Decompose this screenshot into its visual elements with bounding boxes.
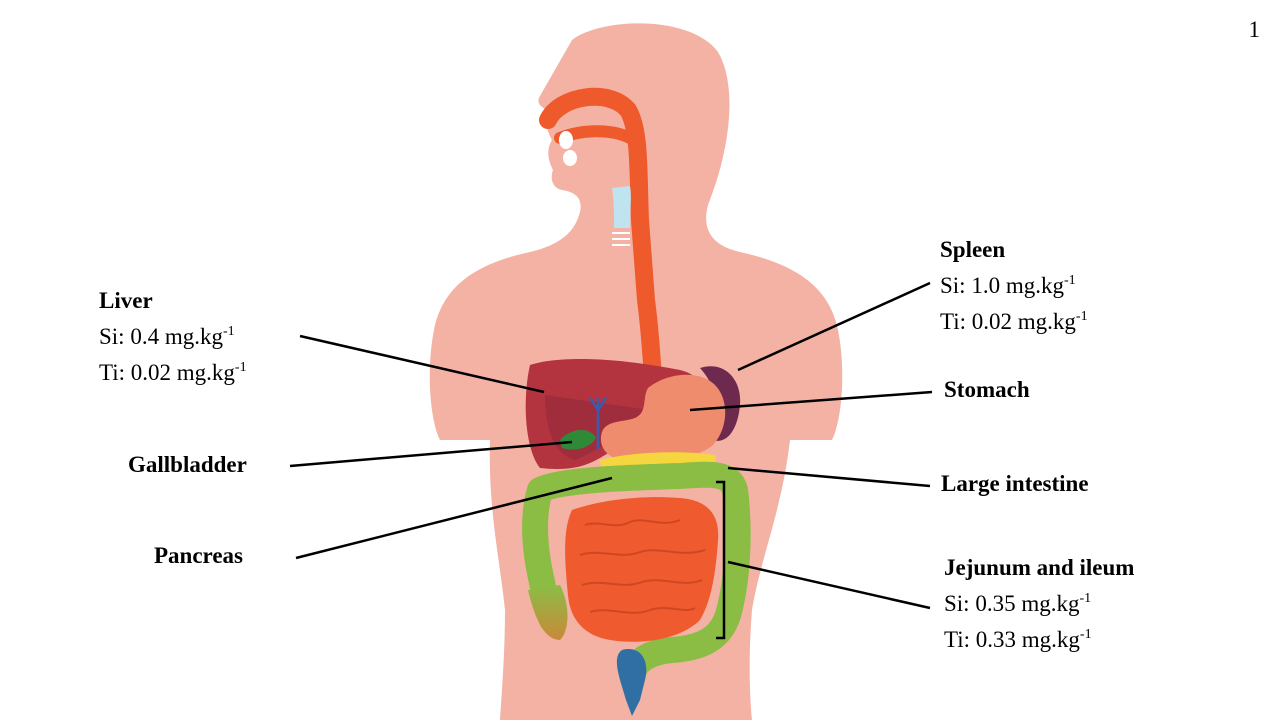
pancreas-leader-line [295,476,613,560]
jejunum-ileum-title: Jejunum and ileum [944,555,1135,580]
rectum [616,649,647,716]
cecum [528,585,568,640]
large-intestine-leader-line [727,466,931,488]
bile-ducts [588,397,608,450]
small-intestine-folds [579,519,706,614]
gallbladder-label: Gallbladder [128,452,247,477]
pancreas-label: Pancreas [154,543,244,568]
leader-lines [289,281,933,610]
spleen-ti-value: Ti: 0.02 mg.kg-1 [940,309,1088,334]
liver-si-value: Si: 0.4 mg.kg-1 [99,324,235,349]
spleen-leader-line [737,281,931,372]
jejunum-ileum-ti-value: Ti: 0.33 mg.kg-1 [944,627,1092,652]
spleen-title: Spleen [940,237,1006,262]
liver-leader-line [299,334,545,394]
page-number: 1 [1248,17,1261,42]
spleen-label: Spleen Si: 1.0 mg.kg-1 Ti: 0.02 mg.kg-1 [940,232,1088,340]
jejunum-ileum-leader-line [727,560,931,610]
jejunum-ileum-si-value: Si: 0.35 mg.kg-1 [944,591,1092,616]
liver-label: Liver Si: 0.4 mg.kg-1 Ti: 0.02 mg.kg-1 [99,283,247,391]
esophagus [539,87,663,404]
jejunum-ileum-label: Jejunum and ileum Si: 0.35 mg.kg-1 Ti: 0… [944,550,1134,658]
large-intestine-label: Large intestine [941,471,1089,496]
gallbladder [560,429,596,450]
trachea [612,186,631,246]
teeth [559,131,577,166]
gallbladder-leader-line [289,440,573,468]
liver-title: Liver [99,288,153,313]
stomach [600,374,726,463]
stomach-label: Stomach [944,377,1030,402]
stomach-leader-line [689,390,933,412]
small-intestine [565,497,719,642]
liver-ti-value: Ti: 0.02 mg.kg-1 [99,360,247,385]
spleen-si-value: Si: 1.0 mg.kg-1 [940,273,1076,298]
jejunum-ileum-bracket [716,480,726,640]
